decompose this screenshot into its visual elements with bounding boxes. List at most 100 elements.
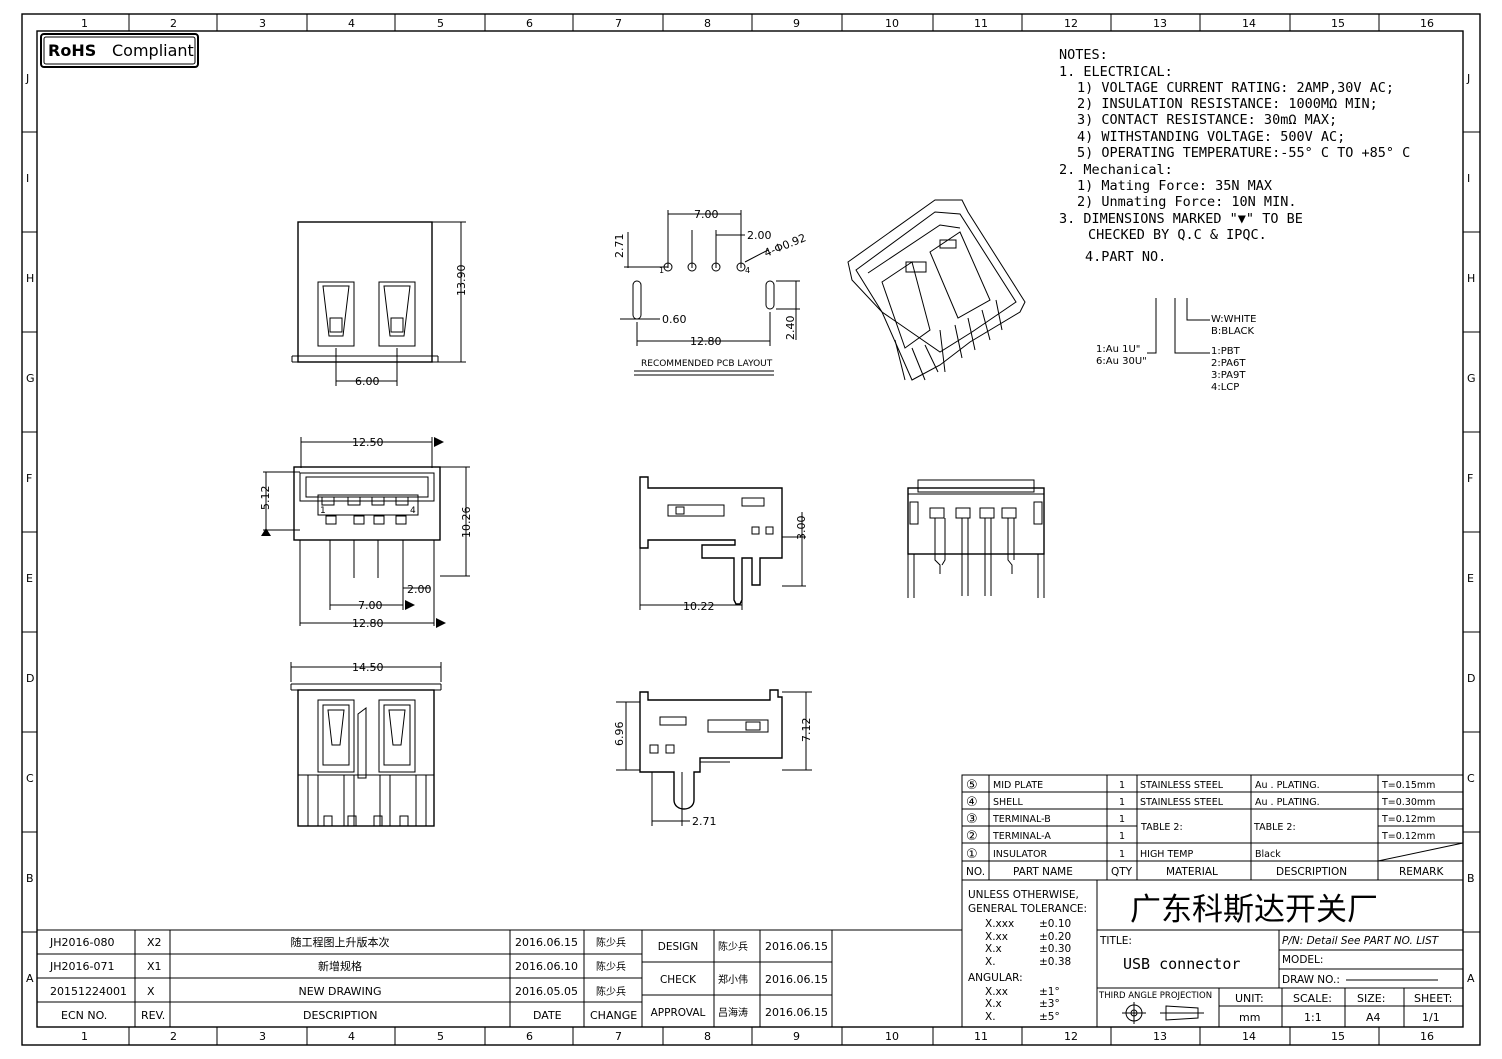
approval-date: 2016.06.15 [765,973,828,986]
row-label-right: D [1467,672,1475,685]
column-label-bottom: 3 [259,1030,266,1043]
plating-6: 6:Au 30U" [1096,356,1147,367]
projection-label: THIRD ANGLE PROJECTION [1098,991,1212,1001]
scale-value: 1:1 [1304,1011,1322,1024]
title-block: UNLESS OTHERWISE, GENERAL TOLERANCE: X.x… [961,879,1464,1028]
pcb-dim-7: 7.00 [694,208,719,221]
row-label-right: I [1467,172,1470,185]
pcb-pin4: 4 [745,266,750,275]
rev-row-date: 2016.05.05 [515,985,578,998]
rev-row-rev: X1 [147,960,162,973]
column-label-bottom: 11 [974,1030,988,1043]
column-label-bottom: 15 [1331,1030,1345,1043]
bom-row-name: TERMINAL-B [992,814,1051,825]
pcb-layout: 7.00 2.00 2.71 1 4 4-Φ0.92 0.60 12.80 2.… [613,208,808,376]
notes-e4: 4) WITHSTANDING VOLTAGE: 500V AC; [1077,129,1345,145]
bom-table2-desc: TABLE 2: [1253,822,1296,833]
column-label-top: 3 [259,17,266,30]
tol-a2l: X.x [985,998,1002,1010]
column-label-bottom: 13 [1153,1030,1167,1043]
mat-2: 2:PA6T [1211,358,1246,369]
title-label: TITLE: [1099,935,1132,947]
column-label-top: 7 [615,17,622,30]
tol-r1v: ±0.10 [1039,918,1071,930]
bom-row-remark: T=0.30mm [1381,797,1435,808]
mat-1: 1:PBT [1211,346,1241,357]
projection-symbol-icon [1122,1002,1204,1024]
bom-header-no: NO. [966,866,985,878]
front-pin1: 1 [320,506,326,516]
bom-row-remark: T=0.12mm [1381,814,1435,825]
row-label-right: F [1467,472,1473,485]
size-value: A4 [1366,1011,1381,1024]
tol-a3v: ±5° [1039,1011,1060,1023]
dim-front-left: 5.12 [259,486,272,511]
rev-row-date: 2016.06.15 [515,936,578,949]
tol-title1: UNLESS OTHERWISE, [968,889,1079,901]
bom-row-no: ② [966,829,978,844]
row-label-left: I [26,172,29,185]
side2-dim-712: 7.12 [800,718,813,743]
bom-row-desc: Black [1255,849,1281,860]
unit-label: UNIT: [1235,992,1264,1005]
rev-row-desc: 随工程图上升版本次 [291,935,390,949]
bottom-dim-1450: 14.50 [352,661,384,674]
notes-mech-title: 2. Mechanical: [1059,162,1173,178]
row-label-left: H [26,272,34,285]
bom-row-material: STAINLESS STEEL [1140,797,1224,808]
notes-e5: 5) OPERATING TEMPERATURE:-55° C TO +85° … [1077,145,1410,161]
tol-a1l: X.xx [985,986,1008,998]
tol-r4v: ±0.38 [1039,956,1071,968]
dim-front-pin2: 2.00 [407,583,432,596]
bom-header-qty: QTY [1111,866,1133,878]
rev-row-rev: X [147,985,155,998]
approval-date: 2016.06.15 [765,1006,828,1019]
pcb-dim-060: 0.60 [662,313,687,326]
isometric-view [847,199,1026,381]
side-dim-300: 3.00 [795,516,808,541]
notes-n3b: CHECKED BY Q.C & IPQC. [1088,227,1267,243]
model-label: MODEL: [1282,954,1323,966]
rev-row-change: 陈少兵 [596,985,626,998]
rev-row-desc: NEW DRAWING [298,985,381,998]
outer-frame [21,13,1481,1046]
color-b: B:BLACK [1211,326,1255,337]
bom-row-no: ③ [966,812,978,827]
scale-label: SCALE: [1293,992,1332,1005]
column-label-top: 11 [974,17,988,30]
plating-1: 1:Au 1U" [1096,344,1140,355]
side2-dim-696: 6.96 [613,722,626,747]
column-label-bottom: 8 [704,1030,711,1043]
rohs-text: Compliant [112,41,194,60]
notes-e3: 3) CONTACT RESISTANCE: 30mΩ MAX; [1077,112,1337,128]
pcb-dim-1280: 12.80 [690,335,722,348]
notes-electrical-title: 1. ELECTRICAL: [1059,64,1173,80]
bom-row-no: ④ [966,795,978,810]
pcb-dim-2: 2.00 [747,229,772,242]
notes-n3a: 3. DIMENSIONS MARKED "▼" TO BE [1059,211,1303,227]
dim-top-width: 6.00 [355,375,380,388]
rev-row-desc: 新增规格 [318,959,362,973]
bom-row-qty: 1 [1119,849,1125,860]
front-pin4: 4 [410,506,416,516]
dim-front-top: 12.50 [352,436,384,449]
column-label-bottom: 2 [170,1030,177,1043]
tol-a3l: X. [985,1011,996,1023]
tol-r4l: X. [985,956,996,968]
approval-name: 陈少兵 [718,940,748,953]
column-label-bottom: 16 [1420,1030,1434,1043]
approval-role: DESIGN [658,941,698,953]
rev-row-change: 陈少兵 [596,936,626,949]
part-number-code: W:WHITE B:BLACK 1:Au 1U" 6:Au 30U" 1:PBT… [1096,298,1256,393]
bom-row-desc: Au . PLATING. [1255,780,1320,791]
bom-header-material: MATERIAL [1166,866,1218,878]
notes-e1: 1) VOLTAGE CURRENT RATING: 2AMP,30V AC; [1077,80,1394,96]
column-label-top: 13 [1153,17,1167,30]
bom-row-name: SHELL [993,797,1023,808]
drawing-title: USB connector [1123,955,1240,973]
approval-name: 郑小伟 [718,973,748,986]
column-label-top: 2 [170,17,177,30]
